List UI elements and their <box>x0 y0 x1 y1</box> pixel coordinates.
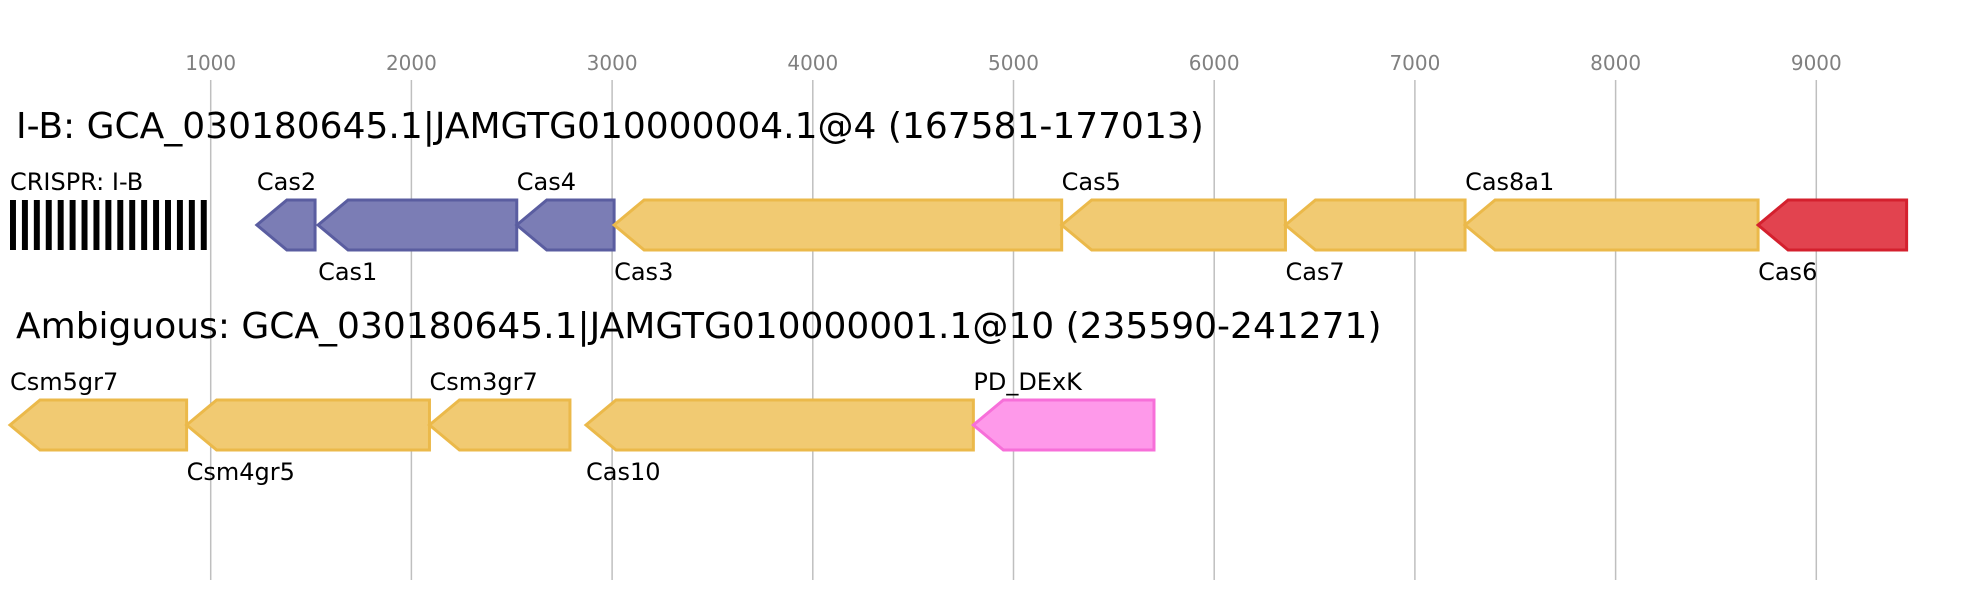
crispr-repeat <box>69 200 76 250</box>
gene-arrow-pd-dexk <box>971 398 1156 452</box>
gene-arrow-cas3 <box>611 198 1064 252</box>
tick-label: 8000 <box>1590 51 1641 75</box>
crispr-repeat <box>10 200 16 250</box>
gene-label: Cas3 <box>614 258 673 286</box>
axis-grid <box>209 80 1818 580</box>
gene-label: Cas5 <box>1062 168 1121 196</box>
locus-title-1: I-B: GCA_030180645.1|JAMGTG010000004.1@4… <box>16 106 1204 147</box>
gene-arrow-csm3gr7 <box>427 398 572 452</box>
tick-label: 1000 <box>185 51 236 75</box>
gene-label: Cas8a1 <box>1465 168 1554 196</box>
gene-arrow-cas2 <box>254 198 317 252</box>
gene-label: Cas1 <box>318 258 377 286</box>
gene-arrow-cas10 <box>583 398 975 452</box>
crispr-repeat <box>153 200 160 250</box>
gene-label: Cas10 <box>586 458 661 486</box>
crispr-repeat <box>129 200 136 250</box>
crispr-repeat <box>81 200 88 250</box>
tick-label: 6000 <box>1189 51 1240 75</box>
tick-label: 5000 <box>988 51 1039 75</box>
crispr-repeat <box>105 200 112 250</box>
crispr-repeat <box>33 200 40 250</box>
gene-label: PD_DExK <box>973 368 1083 396</box>
crispr-repeat <box>57 200 64 250</box>
gene-label: Csm5gr7 <box>10 368 118 396</box>
gene-arrow-csm4gr5 <box>184 398 431 452</box>
gene-arrow-cas4 <box>514 198 616 252</box>
crispr-repeat <box>117 200 124 250</box>
crispr-repeat <box>200 200 207 250</box>
crispr-array <box>10 200 207 250</box>
tick-label: 2000 <box>386 51 437 75</box>
gene-arrow-cas8a1 <box>1462 198 1760 252</box>
gene-label: Cas4 <box>517 168 576 196</box>
crispr-repeat <box>141 200 148 250</box>
gene-label: Cas6 <box>1758 258 1817 286</box>
gene-label: Cas7 <box>1285 258 1344 286</box>
crispr-repeat <box>188 200 195 250</box>
crispr-repeat <box>21 200 28 250</box>
gene-label: Cas2 <box>257 168 316 196</box>
gene-label: Csm4gr5 <box>187 458 295 486</box>
gene-label: Csm3gr7 <box>429 368 537 396</box>
gene-arrow-cas1 <box>315 198 519 252</box>
crispr-repeat <box>93 200 100 250</box>
tick-label: 7000 <box>1389 51 1440 75</box>
locus-title-2: Ambiguous: GCA_030180645.1|JAMGTG0100000… <box>16 306 1382 347</box>
tick-label: 3000 <box>587 51 638 75</box>
tick-label: 9000 <box>1791 51 1842 75</box>
tick-label: 4000 <box>787 51 838 75</box>
gene-arrow-cas5 <box>1059 198 1287 252</box>
crispr-repeat <box>45 200 52 250</box>
gene-arrow-cas6 <box>1755 198 1909 252</box>
axis-tick-labels: 1000 2000 3000 4000 5000 6000 7000 8000 9000 <box>185 51 1842 75</box>
crispr-label: CRISPR: I-B <box>10 168 143 196</box>
crispr-repeat <box>165 200 171 250</box>
gene-arrow-cas7 <box>1283 198 1467 252</box>
gene-arrow-csm5gr7 <box>7 398 189 452</box>
crispr-repeat <box>176 200 183 250</box>
